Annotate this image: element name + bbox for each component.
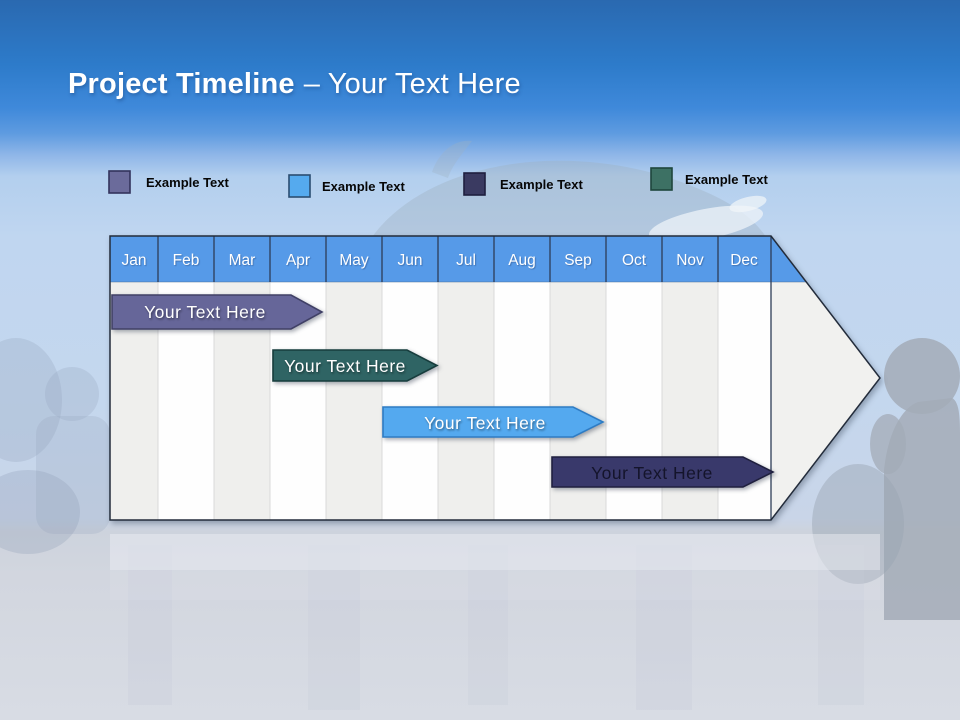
whale-eye-patch (729, 195, 767, 213)
timeline-bar-label[interactable]: Your Text Here (144, 302, 266, 322)
timeline-reflection (110, 534, 880, 570)
timeline-bar[interactable]: Your Text Here (382, 406, 605, 438)
month-column (438, 282, 494, 520)
floor-streak (308, 545, 360, 710)
timeline-bar-label[interactable]: Your Text Here (591, 463, 713, 483)
timeline-bar-shape[interactable] (111, 294, 324, 330)
month-column (382, 282, 438, 520)
legend-swatch[interactable] (288, 174, 311, 198)
legend-item[interactable]: Example Text (463, 172, 584, 196)
gantt-bars: Your Text Here Your Text Here Your Text … (111, 294, 775, 488)
crowd-right-lower (812, 464, 904, 584)
legend-item-label: Example Text (500, 177, 584, 192)
timeline-bar-label[interactable]: Your Text Here (424, 413, 546, 433)
month-label: Jun (398, 252, 423, 269)
legend-swatch[interactable] (463, 172, 486, 196)
month-label: Oct (622, 252, 647, 269)
month-label: Jan (122, 252, 147, 269)
background-photo (0, 140, 960, 710)
floor-streak (636, 545, 692, 710)
month-header-labels: Jan Feb Mar Apr May Jun Jul Aug Sep Oct … (122, 252, 759, 269)
month-header-band (110, 236, 807, 282)
month-label: Sep (564, 252, 592, 269)
header-separators (157, 236, 719, 282)
timeline-bar-label[interactable]: Your Text Here (284, 356, 406, 376)
crowd-left-head2 (45, 367, 99, 421)
month-column (494, 282, 550, 520)
timeline-chart[interactable]: Jan Feb Mar Apr May Jun Jul Aug Sep Oct … (109, 235, 881, 521)
legend-item[interactable]: Example Text (108, 170, 230, 194)
floor-streak (468, 545, 508, 705)
legend-item-label: Example Text (146, 175, 230, 190)
spectator-head (884, 338, 960, 414)
timeline-bar[interactable]: Your Text Here (111, 294, 324, 330)
crowd-left-head (0, 338, 62, 462)
month-label: May (339, 252, 369, 269)
spectator-arm (870, 414, 906, 474)
legend-item[interactable]: Example Text (288, 174, 406, 198)
timeline-bar[interactable]: Your Text Here (551, 456, 775, 488)
month-label: Dec (730, 252, 758, 269)
slide-title-bold: Project Timeline (68, 68, 295, 100)
whale-dorsal-fin (432, 140, 472, 178)
month-label: Jul (456, 252, 476, 269)
crowd-left-body (36, 416, 110, 534)
timeline-arrow-outline (109, 235, 881, 521)
slide-title-rest: – Your Text Here (304, 68, 521, 100)
whale-belly-patch (648, 205, 764, 243)
month-label: Mar (229, 252, 256, 269)
timeline-bar-shape[interactable] (382, 406, 605, 438)
timeline-bar-shape[interactable] (551, 456, 775, 488)
crowd-left-lower (0, 470, 80, 554)
legend-item[interactable]: Example Text (650, 167, 769, 191)
slide-title[interactable]: Project Timeline – Your Text Here (68, 68, 521, 100)
legend-item-label: Example Text (685, 172, 769, 187)
legend-swatch[interactable] (650, 167, 673, 191)
month-label: Aug (508, 252, 536, 269)
month-label: Nov (676, 252, 704, 269)
legend-item-label: Example Text (322, 179, 406, 194)
timeline-bar-shape[interactable] (272, 349, 439, 382)
month-label: Apr (286, 252, 310, 269)
month-column (326, 282, 382, 520)
legend-swatch[interactable] (108, 170, 131, 194)
floor-streak (128, 545, 172, 705)
floor-streak (818, 545, 864, 705)
timeline-bar[interactable]: Your Text Here (272, 349, 439, 382)
timeline-reflection-fade (110, 534, 880, 600)
month-label: Feb (173, 252, 200, 269)
legend: Example Text Example Text Example Text E… (108, 167, 769, 198)
